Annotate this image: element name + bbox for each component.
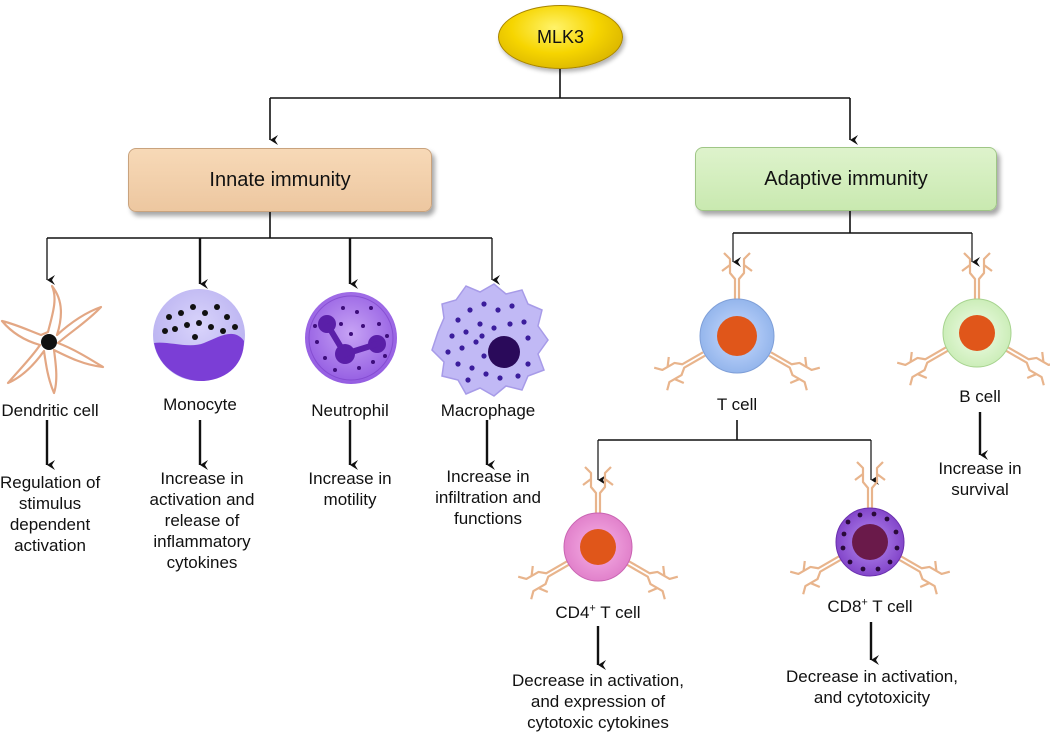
cd4-t-cell-icon: [516, 465, 680, 603]
neutrophil-label: Neutrophil: [311, 401, 389, 420]
macrophage-icon: [431, 283, 549, 397]
monocyte-label: Monocyte: [163, 395, 237, 414]
neutrophil-icon: [305, 292, 397, 384]
adaptive-immunity-box: Adaptive immunity: [695, 147, 997, 211]
dendritic-cell-label: Dendritic cell: [1, 401, 99, 420]
cd8-t-cell-label: CD8+ T cell: [827, 596, 913, 616]
mlk3-node: MLK3: [498, 5, 623, 69]
cd4-t-cell-effect: Decrease in activation,and expression of…: [512, 671, 684, 732]
cd4-t-cell-label: CD4+ T cell: [555, 602, 641, 622]
dendritic-cell-icon: [0, 284, 105, 395]
macrophage-label: Macrophage: [440, 401, 536, 420]
innate-immunity-box: Innate immunity: [128, 148, 432, 212]
t-cell-icon: [652, 251, 822, 394]
monocyte-icon: [153, 289, 245, 382]
cd8-t-cell-icon: [788, 460, 952, 598]
t-cell-label: T cell: [716, 395, 758, 414]
connector-lines: [45, 68, 988, 670]
cd8-t-cell-effect: Decrease in activation,and cytotoxicity: [786, 667, 958, 707]
b-cell-icon: [895, 251, 1050, 389]
b-cell-label: B cell: [959, 387, 1001, 406]
